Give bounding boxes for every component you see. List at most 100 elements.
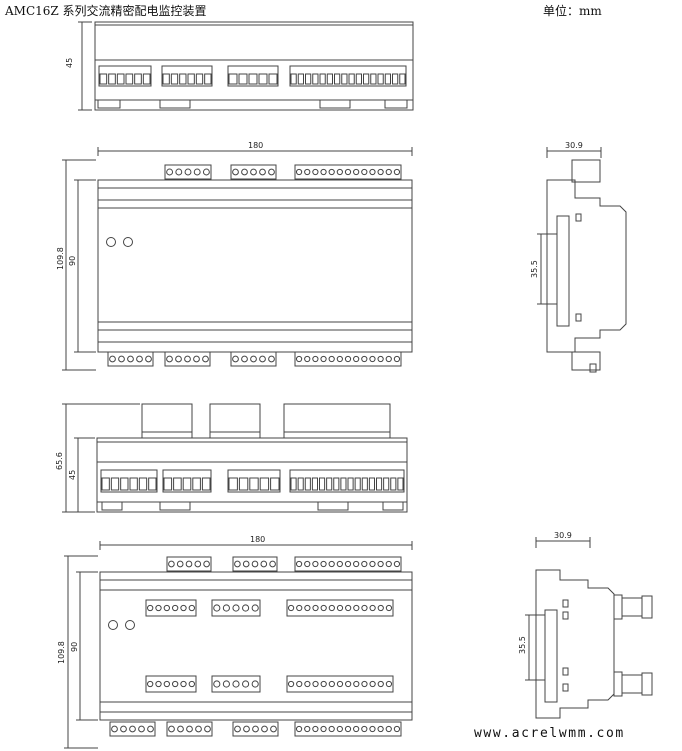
screw-terminal <box>345 680 352 688</box>
terminal-slot <box>228 73 238 85</box>
terminal-slot <box>148 477 157 491</box>
terminal-slot <box>312 73 319 85</box>
screw-terminal <box>369 680 376 688</box>
terminal-strip <box>164 351 211 367</box>
top-view-2-body <box>96 437 408 513</box>
screw-terminal <box>232 680 240 688</box>
screw-terminal <box>385 168 392 176</box>
terminal-slot <box>392 73 399 85</box>
screw-terminal <box>180 604 187 612</box>
screw-terminal <box>344 725 352 733</box>
screw-terminal <box>312 355 319 363</box>
screw-terminal <box>243 725 250 733</box>
terminal-slot <box>361 477 368 491</box>
front-view-1-width-dim: 180 <box>248 141 263 150</box>
screw-terminal <box>320 680 327 688</box>
screw-terminal <box>377 725 384 733</box>
screw-terminal <box>377 168 384 176</box>
terminal-strip <box>166 556 212 572</box>
screw-terminal <box>234 725 241 733</box>
screw-terminal <box>328 560 335 568</box>
screw-terminal <box>304 604 311 612</box>
top-view-2-connector-2 <box>209 403 261 439</box>
screw-terminal <box>361 604 368 612</box>
terminal-slot <box>319 477 326 491</box>
terminal-block <box>100 469 158 493</box>
screw-terminal <box>261 725 268 733</box>
screw-terminal <box>304 168 311 176</box>
screw-terminal <box>145 355 152 363</box>
screw-terminal <box>353 680 360 688</box>
terminal-slot <box>384 73 391 85</box>
terminal-slot <box>334 73 341 85</box>
side-view-2-profile <box>535 569 615 719</box>
top-view-2-inner-height-dim: 45 <box>68 470 77 480</box>
screw-terminal <box>250 168 257 176</box>
screw-terminal <box>377 604 384 612</box>
top-view-2-connector-3 <box>283 403 391 439</box>
top-view-2-connector-1 <box>141 403 193 439</box>
screw-terminal <box>385 604 393 612</box>
terminal-strip <box>145 675 197 693</box>
screw-terminal <box>250 355 257 363</box>
terminal-block <box>162 469 212 493</box>
top-view-1: 45 <box>65 21 414 111</box>
screw-terminal <box>344 355 352 363</box>
side-view-2-depth-dim: 30.9 <box>554 531 572 540</box>
terminal-slot <box>108 73 116 85</box>
top-view-1-height-dim: 45 <box>65 58 74 68</box>
screw-terminal <box>328 680 335 688</box>
terminal-slot <box>110 477 120 491</box>
screw-terminal <box>193 355 200 363</box>
front-view-1-body <box>97 179 413 353</box>
terminal-strip <box>164 164 212 180</box>
front-view-1-top-terminals <box>164 164 402 180</box>
screw-terminal <box>312 560 319 568</box>
screw-terminal <box>204 725 211 733</box>
terminal-slot <box>116 73 125 85</box>
screw-terminal <box>336 168 343 176</box>
screw-terminal <box>345 604 352 612</box>
terminal-slot <box>311 477 318 491</box>
terminal-strip <box>109 721 156 737</box>
screw-terminal <box>129 725 136 733</box>
terminal-strip <box>230 164 277 180</box>
front-view-1: 180 109.8 90 <box>56 141 413 371</box>
terminal-block <box>227 65 279 87</box>
screw-terminal <box>222 680 230 688</box>
screw-terminal <box>232 604 240 612</box>
terminal-slot <box>228 477 238 491</box>
terminal-slot <box>348 73 355 85</box>
screw-terminal <box>312 604 319 612</box>
screw-terminal <box>304 680 311 688</box>
terminal-slot <box>162 73 170 85</box>
screw-terminal <box>120 725 127 733</box>
screw-terminal <box>186 725 193 733</box>
terminal-slot <box>204 73 212 85</box>
screw-terminal <box>304 560 311 568</box>
screw-terminal <box>166 355 173 363</box>
front-view-1-outer-height-dim: 109.8 <box>56 247 65 270</box>
screw-terminal <box>385 560 392 568</box>
screw-terminal <box>268 168 275 176</box>
terminal-slot <box>238 477 249 491</box>
screw-terminal <box>328 168 335 176</box>
terminal-slot <box>297 477 304 491</box>
screw-terminal <box>184 168 192 176</box>
terminal-strip <box>286 675 394 693</box>
top-view-2: 65.6 45 <box>55 403 408 513</box>
screw-terminal <box>328 725 335 733</box>
screw-terminal <box>336 604 344 612</box>
screw-terminal <box>259 168 266 176</box>
screw-terminal <box>377 355 384 363</box>
side-view-1-rail-dim: 35.5 <box>530 260 539 278</box>
screw-terminal <box>232 355 239 363</box>
screw-terminal <box>147 604 154 612</box>
terminal-strip <box>232 721 279 737</box>
terminal-slot <box>142 73 151 85</box>
terminal-slot <box>290 73 297 85</box>
screw-terminal <box>287 604 295 612</box>
terminal-slot <box>399 73 406 85</box>
screw-terminal <box>312 680 319 688</box>
screw-terminal <box>336 560 343 568</box>
